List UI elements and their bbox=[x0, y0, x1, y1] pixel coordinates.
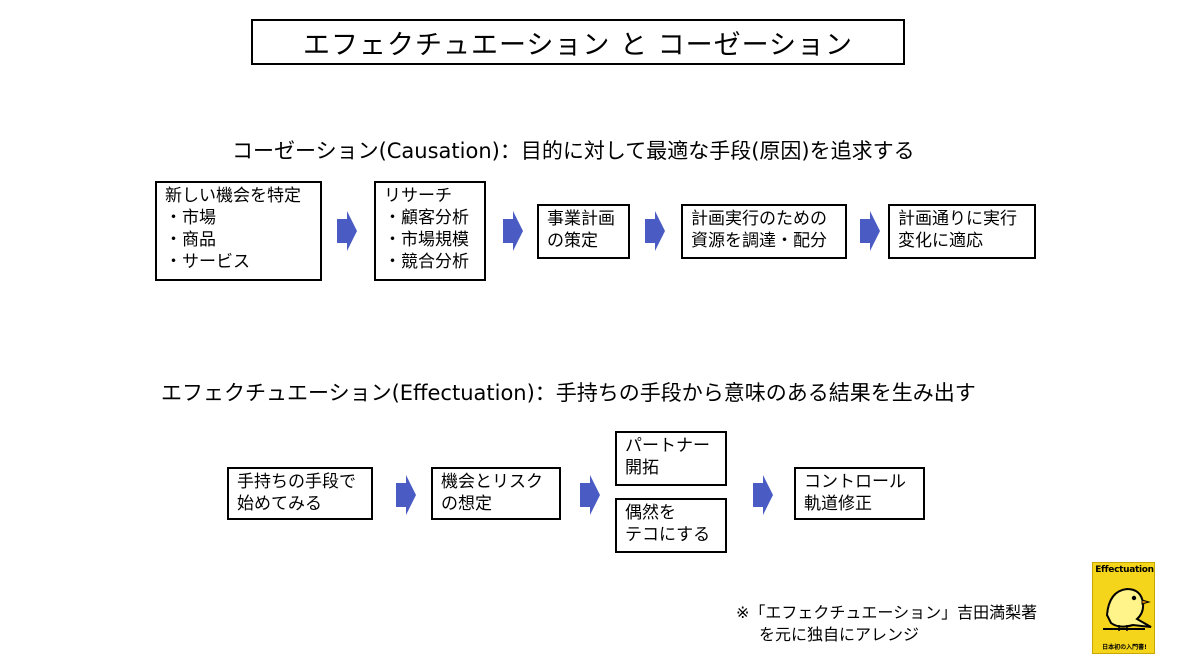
arrow-right-icon bbox=[337, 211, 357, 251]
book-title: Effectuation bbox=[1095, 565, 1154, 575]
step-line: ・競合分析 bbox=[384, 252, 469, 272]
step-line: 事業計画 bbox=[547, 209, 615, 229]
causation-step-4: 計画実行のための 資源を調達・配分 bbox=[681, 204, 847, 259]
step-line: ・市場規模 bbox=[384, 230, 469, 250]
arrow-right-icon bbox=[503, 211, 523, 251]
step-line: コントロール bbox=[804, 472, 906, 492]
arrow-right-icon bbox=[860, 211, 880, 251]
step-line: 計画通りに実行 bbox=[898, 209, 1017, 229]
effectuation-step-4: コントロール 軌道修正 bbox=[794, 467, 925, 520]
arrow-right-icon bbox=[645, 211, 665, 251]
causation-step-1: 新しい機会を特定 ・市場 ・商品 ・サービス bbox=[155, 181, 322, 281]
step-line: 軌道修正 bbox=[804, 494, 872, 514]
book-subtitle: 日本初の入門書! bbox=[1102, 644, 1147, 651]
step-line: 偶然を bbox=[625, 503, 676, 523]
step-line: パートナー bbox=[625, 436, 710, 456]
step-line: 新しい機会を特定 bbox=[165, 186, 301, 206]
step-line: 開拓 bbox=[625, 458, 659, 478]
step-line: 手持ちの手段で bbox=[237, 472, 356, 492]
causation-step-2: リサーチ ・顧客分析 ・市場規模 ・競合分析 bbox=[374, 181, 486, 281]
step-line: 始めてみる bbox=[237, 494, 322, 514]
effectuation-step-2: 機会とリスク の想定 bbox=[431, 467, 561, 520]
source-note-line-1: ※「エフェクチュエーション」吉田満梨著 bbox=[736, 603, 1038, 622]
step-line: 資源を調達・配分 bbox=[691, 231, 827, 251]
arrow-right-icon bbox=[396, 475, 416, 515]
step-line: の想定 bbox=[441, 494, 492, 514]
step-line: リサーチ bbox=[384, 186, 452, 206]
bird-icon bbox=[1103, 587, 1152, 631]
effectuation-heading: エフェクチュエーション(Effectuation)：手持ちの手段から意味のある結… bbox=[161, 381, 976, 405]
step-line: ・市場 bbox=[165, 208, 216, 228]
effectuation-step-3a: パートナー 開拓 bbox=[615, 431, 727, 486]
step-line: ・顧客分析 bbox=[384, 208, 469, 228]
step-line: 計画実行のための bbox=[691, 209, 827, 229]
diagram-title: エフェクチュエーション と コーゼーション bbox=[251, 19, 905, 65]
effectuation-step-1: 手持ちの手段で 始めてみる bbox=[227, 467, 373, 520]
step-line: ・商品 bbox=[165, 230, 216, 250]
step-line: ・サービス bbox=[165, 252, 250, 272]
effectuation-step-3b: 偶然を テコにする bbox=[615, 498, 727, 553]
source-note-line-2: を元に独自にアレンジ bbox=[759, 625, 920, 644]
step-line: テコにする bbox=[625, 525, 711, 545]
book-cover-image: Effectuation 日本初の入門書! bbox=[1092, 562, 1155, 654]
arrow-right-icon bbox=[580, 475, 600, 515]
causation-step-5: 計画通りに実行 変化に適応 bbox=[888, 204, 1036, 259]
causation-heading: コーゼーション(Causation)：目的に対して最適な手段(原因)を追求する bbox=[232, 139, 915, 163]
step-line: の策定 bbox=[547, 231, 598, 251]
step-line: 変化に適応 bbox=[898, 231, 983, 251]
arrow-right-icon bbox=[753, 475, 773, 515]
causation-step-3: 事業計画 の策定 bbox=[537, 204, 630, 259]
step-line: 機会とリスク bbox=[441, 472, 543, 492]
